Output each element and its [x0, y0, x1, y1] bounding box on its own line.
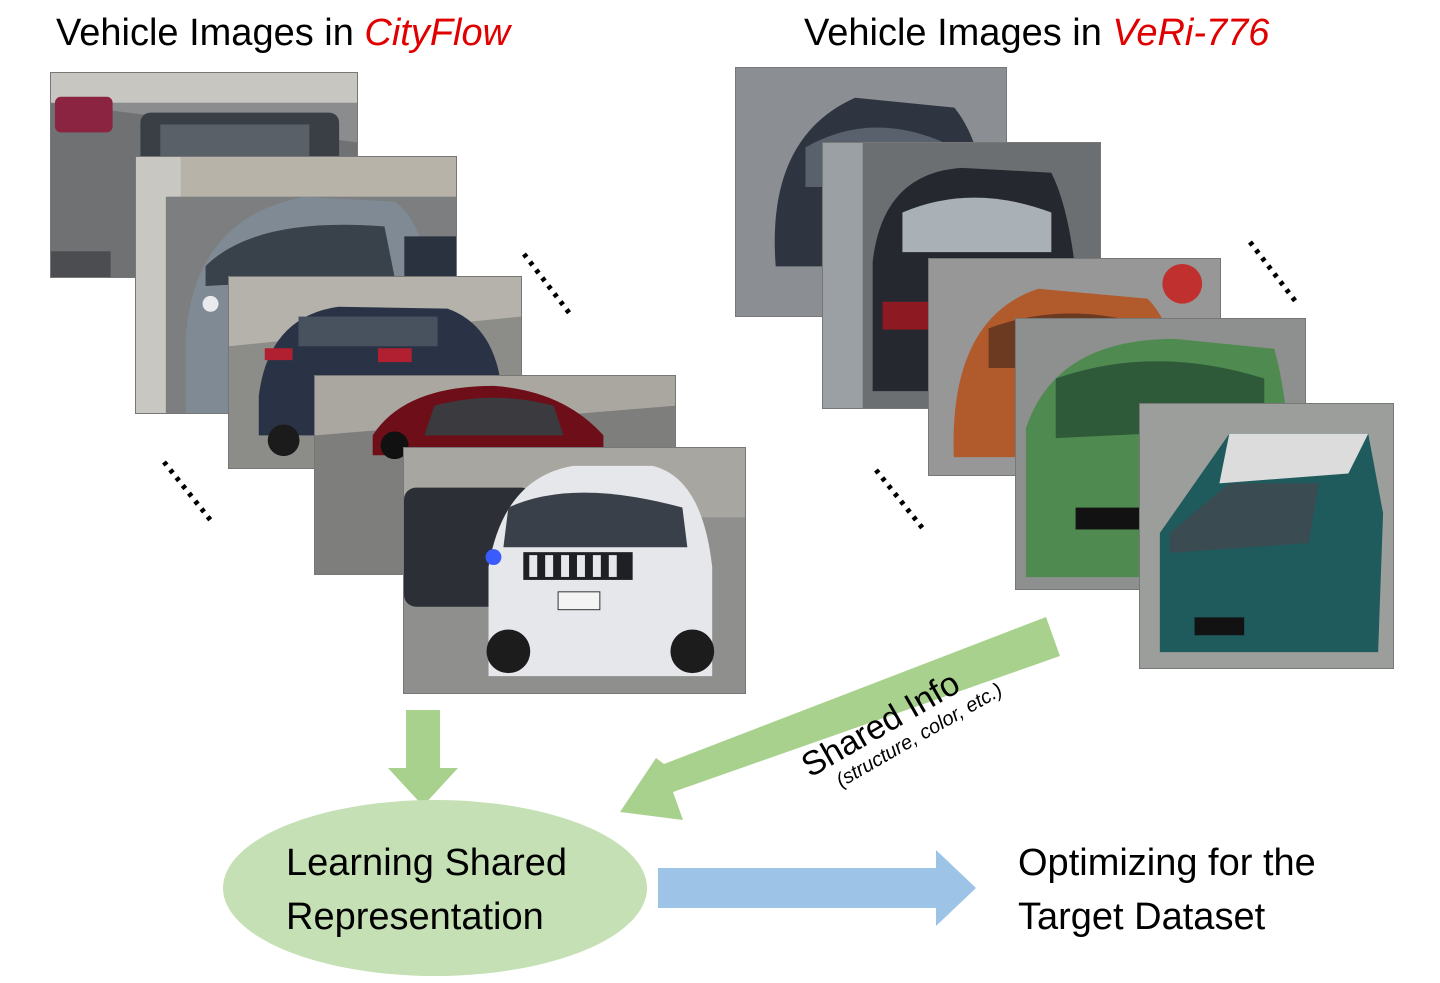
cityflow-title: Vehicle Images in CityFlow — [56, 12, 510, 55]
center-node-label: Learning Shared Representation — [286, 836, 567, 944]
veri-photo-5 — [1139, 403, 1394, 669]
veri-title-prefix: Vehicle Images in — [804, 12, 1113, 54]
cityflow-title-prefix: Vehicle Images in — [56, 12, 365, 54]
cityflow-dataset-name: CityFlow — [364, 12, 511, 54]
ellipsis-dots-icon — [162, 240, 1298, 532]
right-arrow-icon — [658, 850, 976, 926]
center-node-line2: Representation — [286, 896, 544, 938]
output-node-label: Optimizing for the Target Dataset — [1018, 836, 1316, 944]
cityflow-photo-5 — [403, 447, 746, 694]
diagonal-arrow-icon — [620, 617, 1060, 820]
down-arrow-icon — [388, 710, 458, 806]
veri-title: Vehicle Images in VeRi-776 — [804, 12, 1269, 55]
center-node-line1: Learning Shared — [286, 842, 567, 884]
learning-shared-representation-node — [223, 800, 647, 976]
output-node-line1: Optimizing for the — [1018, 842, 1316, 884]
output-node-line2: Target Dataset — [1018, 896, 1266, 938]
veri-dataset-name: VeRi-776 — [1112, 12, 1270, 54]
